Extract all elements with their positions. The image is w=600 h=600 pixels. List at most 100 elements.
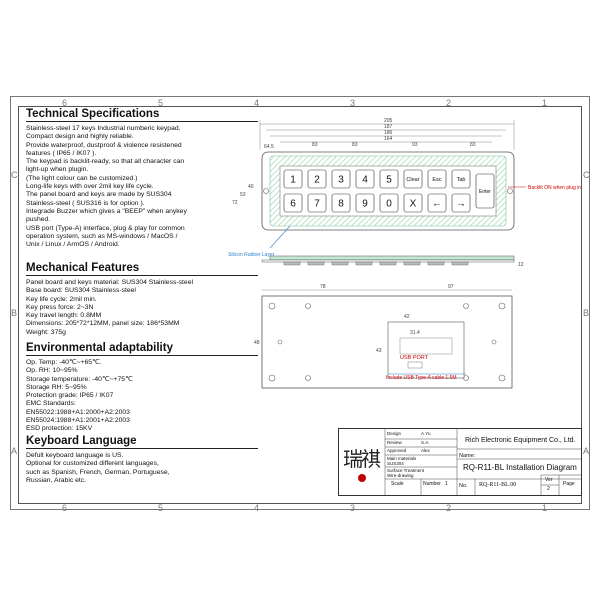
specs-line: features ( IP65 / IK07 ). bbox=[26, 149, 97, 157]
side-profile bbox=[261, 255, 515, 266]
keypad-key bbox=[403, 193, 423, 213]
zone-label-top: 2 bbox=[446, 98, 452, 108]
keypad-key-label: 2 bbox=[314, 175, 320, 186]
mech-line: Panel board and keys material: SUS304 St… bbox=[26, 279, 193, 286]
profile-key bbox=[283, 261, 301, 266]
title-block-value: Alex bbox=[421, 448, 430, 453]
back-panel bbox=[261, 295, 513, 389]
keypad-key bbox=[331, 193, 351, 213]
usb-cable-note: Include USB Type-A cable 1.5M bbox=[386, 375, 457, 381]
profile-key bbox=[331, 261, 349, 266]
specs-line: Long-life keys with over 2mil key life c… bbox=[26, 183, 154, 191]
specs-line: Provide waterproof, dustproof & violence… bbox=[26, 141, 182, 149]
env-line: Storage temperature: -40℃~+75℃ bbox=[26, 375, 133, 383]
mech-title: Mechanical Features bbox=[26, 262, 258, 276]
mech-lines: Panel board and keys material: SUS304 St… bbox=[26, 279, 258, 337]
lang-line: Optional for customized different langua… bbox=[26, 460, 159, 468]
keypad-key bbox=[331, 169, 351, 189]
env-line: ESD protection: 15KV bbox=[26, 425, 93, 433]
dim-left-height: 48 bbox=[254, 340, 260, 346]
keypad-key bbox=[403, 169, 423, 189]
dim-overall-3: 186 bbox=[384, 130, 393, 136]
specs-line: light-up when plugin. bbox=[26, 166, 89, 174]
title-block-value: A.Yu bbox=[421, 431, 431, 436]
usb-box bbox=[387, 321, 465, 379]
specs-line: USB port (Type-A) interface, plug & play… bbox=[26, 224, 185, 232]
dim-side-3: 53 bbox=[240, 192, 246, 198]
profile-key bbox=[307, 261, 325, 266]
title-block-label: Design bbox=[387, 431, 402, 436]
profile-key bbox=[355, 261, 373, 266]
mech-line: Dimensions: 205*72*12MM, panel size: 186… bbox=[26, 320, 180, 328]
keypad-key-label: Tab bbox=[457, 177, 466, 183]
specs-line: The keypad is backlit-ready, so that all… bbox=[26, 158, 185, 166]
specs-line: Stainless-steel 17 keys Industrial numbe… bbox=[26, 125, 181, 132]
dim-side-2: 40 bbox=[248, 184, 254, 190]
back-holes bbox=[268, 302, 506, 382]
title-block-label: Main materials bbox=[387, 456, 417, 461]
keypad-key bbox=[451, 169, 471, 189]
svg-text:祺: 祺 bbox=[361, 447, 381, 471]
lang-line: such as Spanish, French, German, Portugu… bbox=[26, 468, 170, 476]
env-line: Op. RH: 10~95% bbox=[26, 367, 78, 375]
env-line: Storage RH: 5~95% bbox=[26, 383, 87, 391]
dim-row-1: 83 bbox=[312, 142, 318, 148]
env-line: EN55022:1988+A1:2000+A2:2003 bbox=[26, 408, 130, 416]
dim-row-4: 83 bbox=[470, 142, 476, 148]
env-line: EN55024:1988+A1:2001+A2:2003 bbox=[26, 417, 130, 425]
mech-line: Key travel length: 0.8MM bbox=[26, 312, 102, 320]
mech-line: Weight: 375g bbox=[26, 328, 66, 336]
ver-label: Ver bbox=[545, 477, 553, 483]
zone-label-top: 6 bbox=[62, 98, 68, 108]
specs-line: Unix / Linux / ArmOS / Android. bbox=[26, 241, 120, 249]
zone-label-top: 6 bbox=[62, 503, 68, 513]
keypad-key-label: Clear bbox=[406, 177, 419, 183]
title-block-label: Review bbox=[387, 440, 402, 445]
dim-row-2: 83 bbox=[352, 142, 358, 148]
keypad-key-label: 4 bbox=[362, 175, 368, 186]
zone-label-top: 1 bbox=[542, 503, 548, 513]
zone-label-side: C bbox=[11, 170, 18, 180]
mech-line: Key press force: 2~3N bbox=[26, 303, 94, 311]
specs-title: Technical Specifications bbox=[26, 108, 258, 122]
keypad-key-label: 9 bbox=[362, 199, 368, 210]
dim-side-1: 64.5 bbox=[264, 144, 274, 150]
keypad-key-label: 5 bbox=[386, 175, 392, 186]
keypad-key bbox=[427, 193, 447, 213]
keypad-key bbox=[451, 193, 471, 213]
zone-label-top: 3 bbox=[350, 98, 356, 108]
lang-line: Russian, Arabic etc. bbox=[26, 476, 87, 484]
profile-key bbox=[427, 261, 445, 266]
env-lines: Op. Temp: -40℃~+65℃.Op. RH: 10~95%Storag… bbox=[26, 359, 258, 434]
specs-line: Compact design and highly reliable. bbox=[26, 133, 134, 141]
keypad-key-label: → bbox=[456, 199, 466, 210]
zone-label-top: 5 bbox=[158, 98, 164, 108]
usb-inner bbox=[399, 337, 453, 355]
zone-label-side: A bbox=[11, 446, 18, 456]
dim-row-3: 93 bbox=[412, 142, 418, 148]
mech-line: Key life cycle: 2mil min. bbox=[26, 295, 97, 303]
zone-label-top: 4 bbox=[254, 98, 260, 108]
dim-overall-2: 187 bbox=[384, 124, 393, 130]
keypad-key bbox=[427, 169, 447, 189]
env-line: Protection grade: IP65 / IK07 bbox=[26, 392, 114, 400]
profile-key bbox=[451, 261, 469, 266]
dim-usb-1: 42 bbox=[404, 314, 410, 320]
no-label: No. bbox=[459, 483, 468, 489]
keypad-key-label: 0 bbox=[386, 199, 392, 210]
keypad-key bbox=[379, 169, 399, 189]
lang-lines: Defult keyboard language is US.Optional … bbox=[26, 452, 258, 485]
keypad-key bbox=[307, 193, 327, 213]
keypad-key bbox=[307, 169, 327, 189]
dim-overall-1: 205 bbox=[384, 118, 393, 124]
keypad-key-label: 1 bbox=[290, 175, 296, 186]
keypad-key-label: Enter bbox=[479, 189, 491, 195]
keypad-key-label: 6 bbox=[290, 199, 296, 210]
title-block-value: S.A. bbox=[421, 440, 430, 445]
profile-key bbox=[403, 261, 421, 266]
number-label: Number bbox=[423, 481, 441, 487]
mech-line: Base board: SUS304 Stainless-steel bbox=[26, 287, 136, 295]
keypad-key-label: Esc bbox=[432, 177, 441, 183]
